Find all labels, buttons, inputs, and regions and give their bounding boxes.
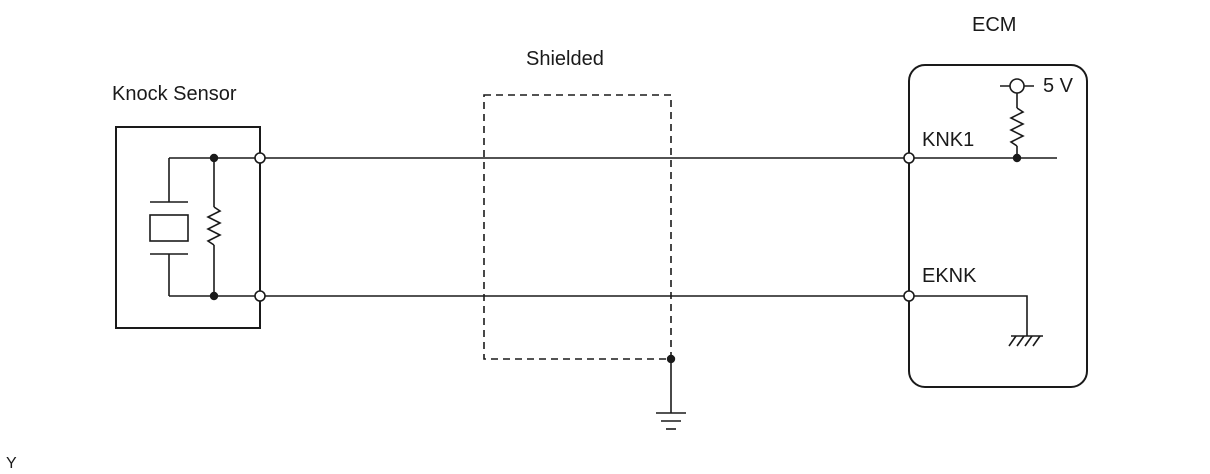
supply-voltage-icon [1000, 78, 1034, 108]
shield-dashed-box [483, 94, 672, 360]
piezo-element-icon [149, 158, 189, 296]
ecm-ground-icon [909, 295, 1043, 347]
shielded-label: Shielded [526, 48, 604, 70]
corner-mark: Y [6, 455, 17, 472]
junction-dot [209, 153, 219, 163]
ecm-label: ECM [972, 14, 1016, 36]
ecm-terminal-eknk [903, 290, 915, 302]
knock-sensor-internal-circuit [149, 153, 260, 301]
supply-voltage-label: 5 V [1043, 75, 1074, 97]
shield-ground-icon [656, 359, 686, 430]
ecm-terminal-knk1 [903, 152, 915, 164]
junction-dot [209, 291, 219, 301]
pullup-resistor-icon [1009, 107, 1025, 158]
sensor-resistor-icon [206, 158, 222, 296]
sensor-terminal-2 [254, 290, 266, 302]
pullup-junction-dot [1012, 153, 1022, 163]
knock-sensor-label: Knock Sensor [112, 83, 237, 105]
knock-sensor-box [115, 126, 261, 329]
knk1-pin-label: KNK1 [922, 129, 974, 151]
ecm-box [908, 64, 1088, 388]
sensor-terminal-1 [254, 152, 266, 164]
shield-junction-dot [666, 354, 676, 364]
eknk-pin-label: EKNK [922, 265, 977, 287]
